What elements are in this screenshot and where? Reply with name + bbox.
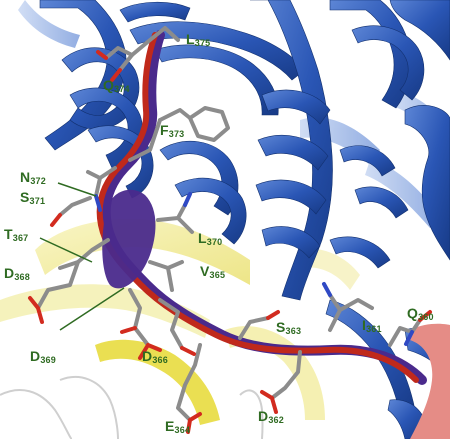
residue-label-q374: Q374 bbox=[103, 78, 130, 94]
residue-label-s371: S371 bbox=[20, 190, 45, 206]
residue-label-l370: L370 bbox=[198, 231, 222, 247]
residue-label-q360: Q360 bbox=[407, 306, 434, 322]
residue-label-d369: D369 bbox=[30, 349, 56, 365]
residue-label-d366: D366 bbox=[142, 349, 168, 365]
residue-label-e364: E364 bbox=[165, 419, 190, 435]
residue-label-i361: I361 bbox=[362, 318, 382, 334]
residue-label-d362: D362 bbox=[258, 409, 284, 425]
residue-label-s363: S363 bbox=[276, 320, 301, 336]
residue-label-l375: L375 bbox=[186, 32, 210, 48]
residue-label-f373: F373 bbox=[160, 123, 184, 139]
residue-label-n372: N372 bbox=[20, 170, 46, 186]
residue-label-t367: T367 bbox=[4, 227, 28, 243]
residue-label-v365: V365 bbox=[200, 264, 225, 280]
residue-label-d368: D368 bbox=[4, 266, 30, 282]
